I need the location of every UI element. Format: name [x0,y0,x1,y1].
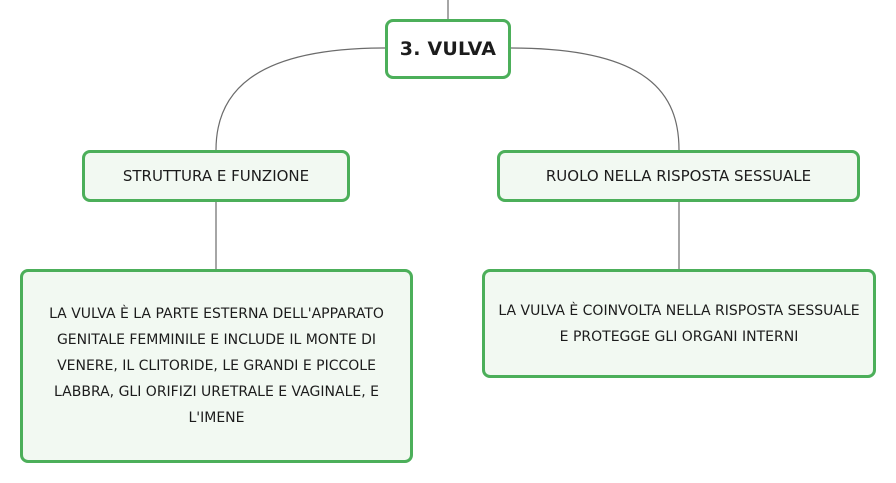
root-node-label: 3. VULVA [399,38,497,60]
branch-node-ruolo-risposta-sessuale[interactable]: RUOLO NELLA RISPOSTA SESSUALE [497,150,860,202]
leaf-node-text: LA VULVA È COINVOLTA NELLA RISPOSTA SESS… [498,302,860,345]
branch-node-struttura-e-funzione[interactable]: STRUTTURA E FUNZIONE [82,150,350,202]
connector-root-to-left-branch [215,47,386,151]
leaf-node-ruolo-detail[interactable]: LA VULVA È COINVOLTA NELLA RISPOSTA SESS… [482,269,876,378]
connector-root-to-right-branch [510,47,680,151]
leaf-node-struttura-detail[interactable]: LA VULVA È LA PARTE ESTERNA DELL'APPARAT… [20,269,413,463]
root-node[interactable]: 3. VULVA [385,19,511,79]
branch-node-label: RUOLO NELLA RISPOSTA SESSUALE [545,167,812,185]
leaf-node-text: LA VULVA È LA PARTE ESTERNA DELL'APPARAT… [49,306,384,426]
branch-node-label: STRUTTURA E FUNZIONE [122,167,310,185]
